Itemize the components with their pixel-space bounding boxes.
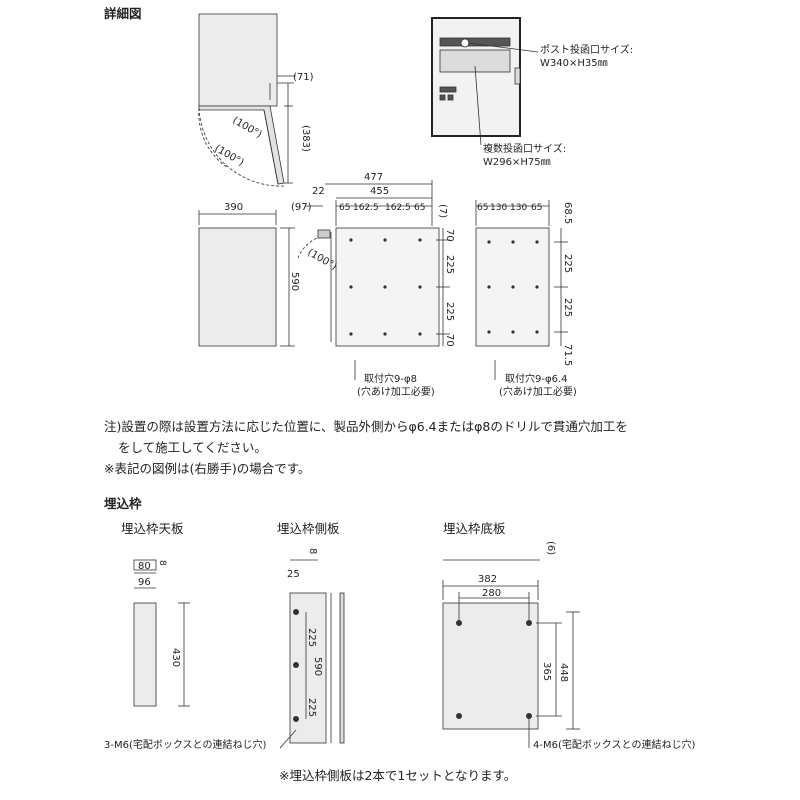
holes-phi8 bbox=[349, 238, 422, 336]
swing-arc-outer bbox=[198, 107, 285, 187]
side-view bbox=[198, 227, 277, 347]
dim-80: 80 bbox=[138, 561, 151, 572]
dim-430: 430 bbox=[170, 648, 181, 667]
dim-448: 448 bbox=[558, 663, 569, 682]
lock-dial bbox=[460, 38, 470, 48]
dim-225-s-upper: 225 bbox=[306, 628, 317, 647]
dim-71-5: 71.5 bbox=[562, 344, 573, 366]
m6-hole-top bbox=[292, 609, 299, 616]
frame-top-title: 埋込枠天板 bbox=[121, 521, 184, 536]
m6-hole-1 bbox=[455, 620, 462, 627]
dim-383: (383) bbox=[300, 125, 311, 152]
dim-382: 382 bbox=[478, 574, 497, 585]
side-plate-edge bbox=[339, 592, 345, 744]
dim-130-r-right: 130 bbox=[510, 203, 527, 213]
dim-70-bottom: 70 bbox=[444, 334, 455, 347]
holes-phi64 bbox=[487, 240, 539, 334]
dim-130-r-left: 130 bbox=[490, 203, 507, 213]
angle-100-inner: (100°) bbox=[231, 115, 264, 141]
post-slot bbox=[439, 37, 511, 47]
dim-8-side: 8 bbox=[307, 548, 318, 554]
dim-225-s-lower: 225 bbox=[306, 698, 317, 717]
dim-96: 96 bbox=[138, 577, 151, 588]
dim-22: 22 bbox=[312, 186, 325, 197]
multi-slot bbox=[439, 49, 511, 73]
holes-8-note: (穴あけ加工必要) bbox=[357, 387, 435, 398]
multi-slot-callout: 複数投函口サイズ: bbox=[483, 144, 567, 155]
install-note-continued: をして施工してください。 bbox=[118, 440, 267, 455]
m6-hole-mid bbox=[292, 662, 299, 669]
swing-arc-inner bbox=[198, 107, 229, 169]
dim-65-r-left: 65 bbox=[477, 203, 488, 213]
top-side-panel bbox=[198, 13, 278, 107]
m6-hole-3 bbox=[455, 713, 462, 720]
dim-71: (71) bbox=[293, 72, 314, 83]
dim-65-r-right: 65 bbox=[531, 203, 542, 213]
m6-hole-bottom bbox=[292, 716, 299, 723]
dim-162-5-left: 162.5 bbox=[353, 203, 379, 213]
dim-8-top: 8 bbox=[157, 560, 167, 566]
dim-225-upper: 225 bbox=[444, 255, 455, 274]
side-panel-set-note: ※埋込枠側板は2本で1セットとなります。 bbox=[279, 768, 517, 783]
dim-7: (7) bbox=[437, 204, 448, 218]
top-plate-section bbox=[133, 559, 157, 571]
post-slot-callout: ポスト投函口サイズ: bbox=[540, 45, 634, 56]
dim-68-5: 68.5 bbox=[562, 202, 573, 224]
dim-162-5-right: 162.5 bbox=[385, 203, 411, 213]
dim-6: (6) bbox=[545, 541, 556, 555]
dim-225-lower: 225 bbox=[444, 302, 455, 321]
dim-225-r-upper: 225 bbox=[562, 254, 573, 273]
dim-365: 365 bbox=[541, 662, 552, 681]
right-hand-note: ※表記の図例は(右勝手)の場合です。 bbox=[104, 461, 311, 476]
dim-590-side: 590 bbox=[312, 657, 323, 676]
back-view-phi8 bbox=[335, 227, 440, 347]
dim-97: (97) bbox=[291, 202, 312, 213]
dim-455: 455 bbox=[370, 186, 389, 197]
dim-390: 390 bbox=[224, 202, 243, 213]
install-note: 注)設置の際は設置方法に応じた位置に、製品外側からφ6.4またはφ8のドリルで貫… bbox=[104, 419, 628, 434]
holes-64-callout: 取付穴9-φ6.4 bbox=[505, 374, 568, 385]
dim-25: 25 bbox=[287, 569, 300, 580]
side-handle bbox=[514, 67, 521, 85]
side-plate bbox=[289, 592, 327, 744]
holes-64-note: (穴あけ加工必要) bbox=[499, 387, 577, 398]
m6-right-callout: 4-M6(宅配ボックスとの連結ねじ穴) bbox=[533, 740, 696, 751]
frame-heading: 埋込枠 bbox=[104, 496, 142, 511]
dim-477: 477 bbox=[364, 172, 383, 183]
angle-100-hinge: (100°) bbox=[306, 247, 339, 273]
m6-left-callout: 3-M6(宅配ボックスとの連結ねじ穴) bbox=[104, 740, 267, 751]
multi-slot-size: W296×H75㎜ bbox=[483, 157, 551, 168]
dim-65-right: 65 bbox=[414, 203, 425, 213]
dim-65-left: 65 bbox=[339, 203, 350, 213]
post-slot-size: W340×H35㎜ bbox=[540, 58, 608, 69]
dim-225-r-lower: 225 bbox=[562, 298, 573, 317]
panel-name-plate bbox=[439, 86, 457, 93]
dim-590: 590 bbox=[289, 272, 300, 291]
top-plate bbox=[133, 602, 157, 707]
holes-8-callout: 取付穴9-φ8 bbox=[364, 374, 417, 385]
detail-heading: 詳細図 bbox=[104, 6, 142, 21]
frame-side-title: 埋込枠側板 bbox=[277, 521, 340, 536]
dim-70-top: 70 bbox=[444, 229, 455, 242]
m6-hole-2 bbox=[526, 620, 533, 627]
frame-bottom-title: 埋込枠底板 bbox=[443, 521, 506, 536]
dim-280: 280 bbox=[482, 588, 501, 599]
